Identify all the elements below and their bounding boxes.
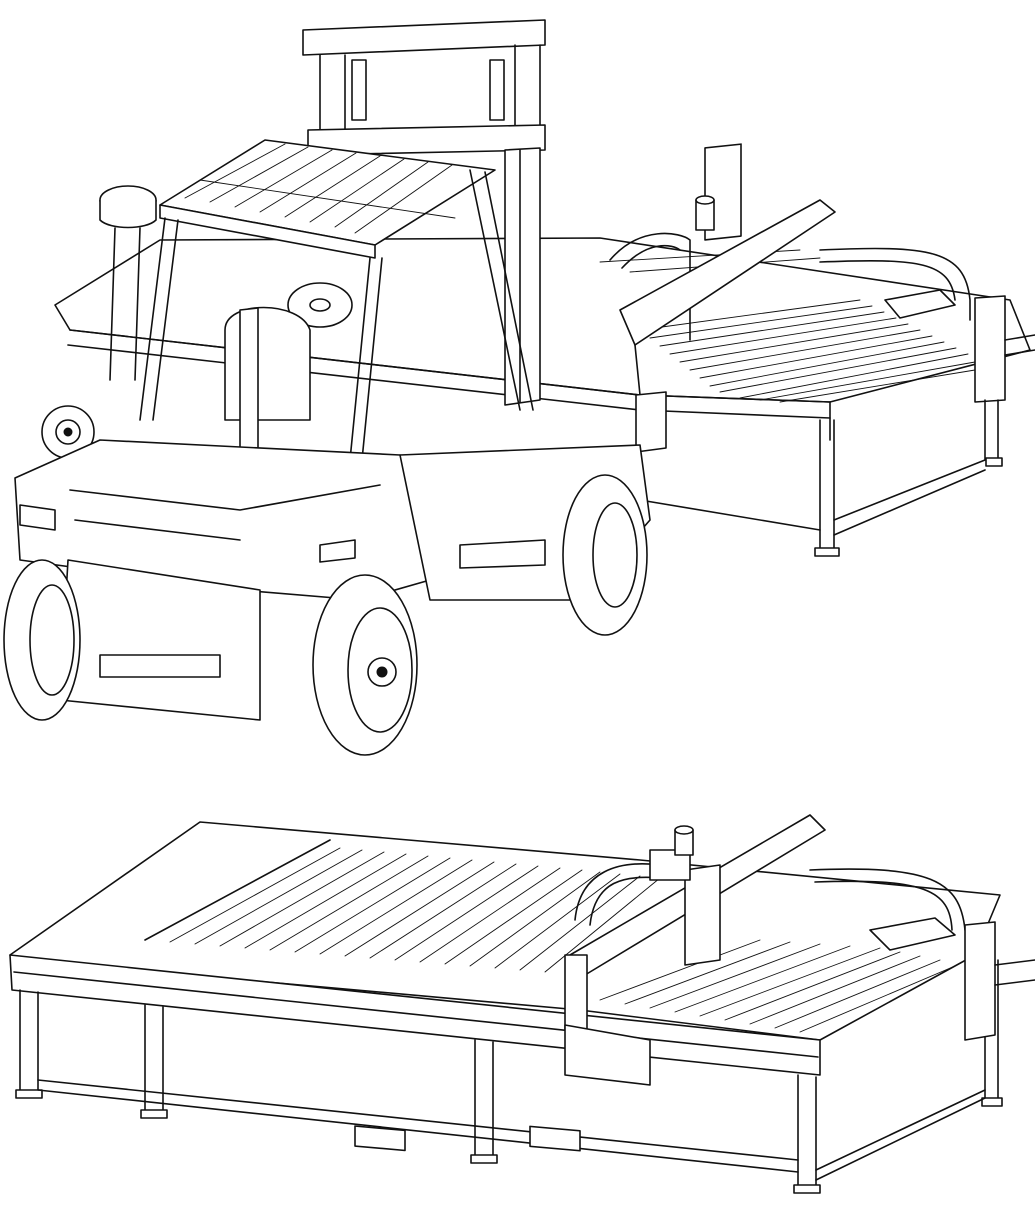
top-table-slats	[599, 249, 976, 403]
forklift-overhead-guard	[139, 139, 534, 461]
forklift-rear-wheel	[3, 559, 81, 721]
forklift-air-intake	[41, 185, 157, 459]
forklift-right-wheel	[562, 474, 648, 636]
forklift	[3, 19, 651, 756]
bottom-plasma-table	[9, 814, 1035, 1194]
top-plasma-table	[54, 143, 1035, 557]
forklift-mast	[302, 19, 546, 406]
forklift-front-wheel	[312, 574, 418, 756]
steering-wheel	[287, 282, 353, 328]
forklift-seat	[224, 306, 311, 421]
bottom-table-slats	[169, 847, 956, 1033]
